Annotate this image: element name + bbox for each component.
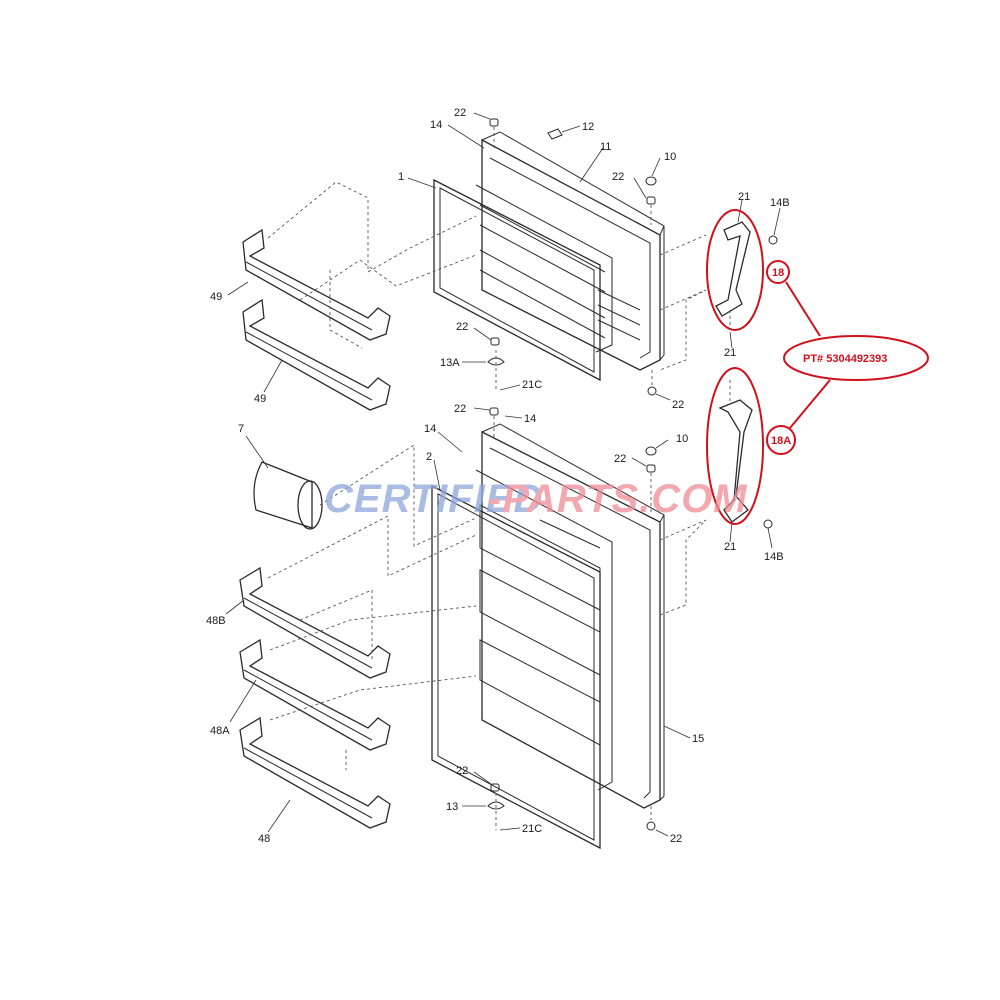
callout-22: 22 [454, 107, 466, 119]
callout-49: 49 [254, 393, 266, 405]
callout-14: 14 [430, 119, 442, 131]
callout-7: 7 [238, 423, 244, 435]
fresh-food-door-gasket [431, 484, 601, 850]
callout-22: 22 [456, 765, 468, 777]
callout-14: 14 [524, 413, 536, 425]
freezer-shelf-49-lower [242, 298, 391, 411]
callout-21: 21 [724, 347, 736, 359]
watermark: CERTIFIED -PARTS.COM [324, 477, 748, 521]
door-shelf-48B [239, 566, 391, 679]
dairy-bin-7 [253, 461, 323, 530]
callout-14: 14 [424, 423, 436, 435]
callout-22: 22 [612, 171, 624, 183]
callout-13A: 13A [440, 357, 460, 369]
callout-22: 22 [614, 453, 626, 465]
callout-10: 10 [676, 433, 688, 445]
callout-2: 2 [426, 451, 432, 463]
leader-lines [225, 112, 781, 837]
part-number-bubble [783, 335, 929, 381]
lower-dashed-guides [267, 444, 707, 770]
part-number-label: PT# 5304492393 [803, 353, 887, 365]
callout-1: 1 [398, 171, 404, 183]
door-shelf-48A [239, 638, 391, 751]
watermark-parts-com: -PARTS.COM [488, 477, 748, 521]
callout-21: 21 [724, 541, 736, 553]
callout-48A: 48A [210, 725, 230, 737]
callout-12: 12 [582, 121, 594, 133]
callout-11: 11 [600, 141, 611, 153]
callout-21C: 21C [522, 823, 542, 835]
freezer-door-panel [475, 131, 665, 371]
upper-hardware [487, 118, 657, 396]
callout-13: 13 [446, 801, 458, 813]
handle-18-highlight-ring [706, 209, 764, 331]
door-shelf-48 [239, 716, 391, 829]
callout-14B: 14B [764, 551, 784, 563]
label-18A-ring [766, 425, 796, 455]
callout-14B: 14B [770, 197, 790, 209]
callout-48: 48 [258, 833, 270, 845]
label-18A: 18A [771, 435, 791, 447]
label-18: 18 [772, 267, 784, 279]
callout-21C: 21C [522, 379, 542, 391]
callout-15: 15 [692, 733, 704, 745]
label-18-ring [766, 260, 790, 284]
handle-18A-highlight-ring [706, 367, 764, 525]
callout-22: 22 [456, 321, 468, 333]
callout-21: 21 [738, 191, 750, 203]
freezer-door-gasket [433, 178, 601, 382]
callout-22: 22 [672, 399, 684, 411]
freezer-handle-18 [715, 221, 778, 330]
upper-dashed-guides [267, 181, 707, 371]
callout-49: 49 [210, 291, 222, 303]
callout-22: 22 [454, 403, 466, 415]
callout-22: 22 [670, 833, 682, 845]
watermark-certified: CERTIFIED [324, 477, 543, 521]
lower-hardware [487, 407, 657, 831]
callout-labels: 22 14 12 11 10 22 1 21 14B 49 49 22 13A … [206, 107, 790, 845]
callout-48B: 48B [206, 615, 226, 627]
callout-10: 10 [664, 151, 676, 163]
freezer-shelf-49-upper [242, 228, 391, 341]
handle-highlight: 18 18A PT# 5304492393 [706, 209, 929, 525]
